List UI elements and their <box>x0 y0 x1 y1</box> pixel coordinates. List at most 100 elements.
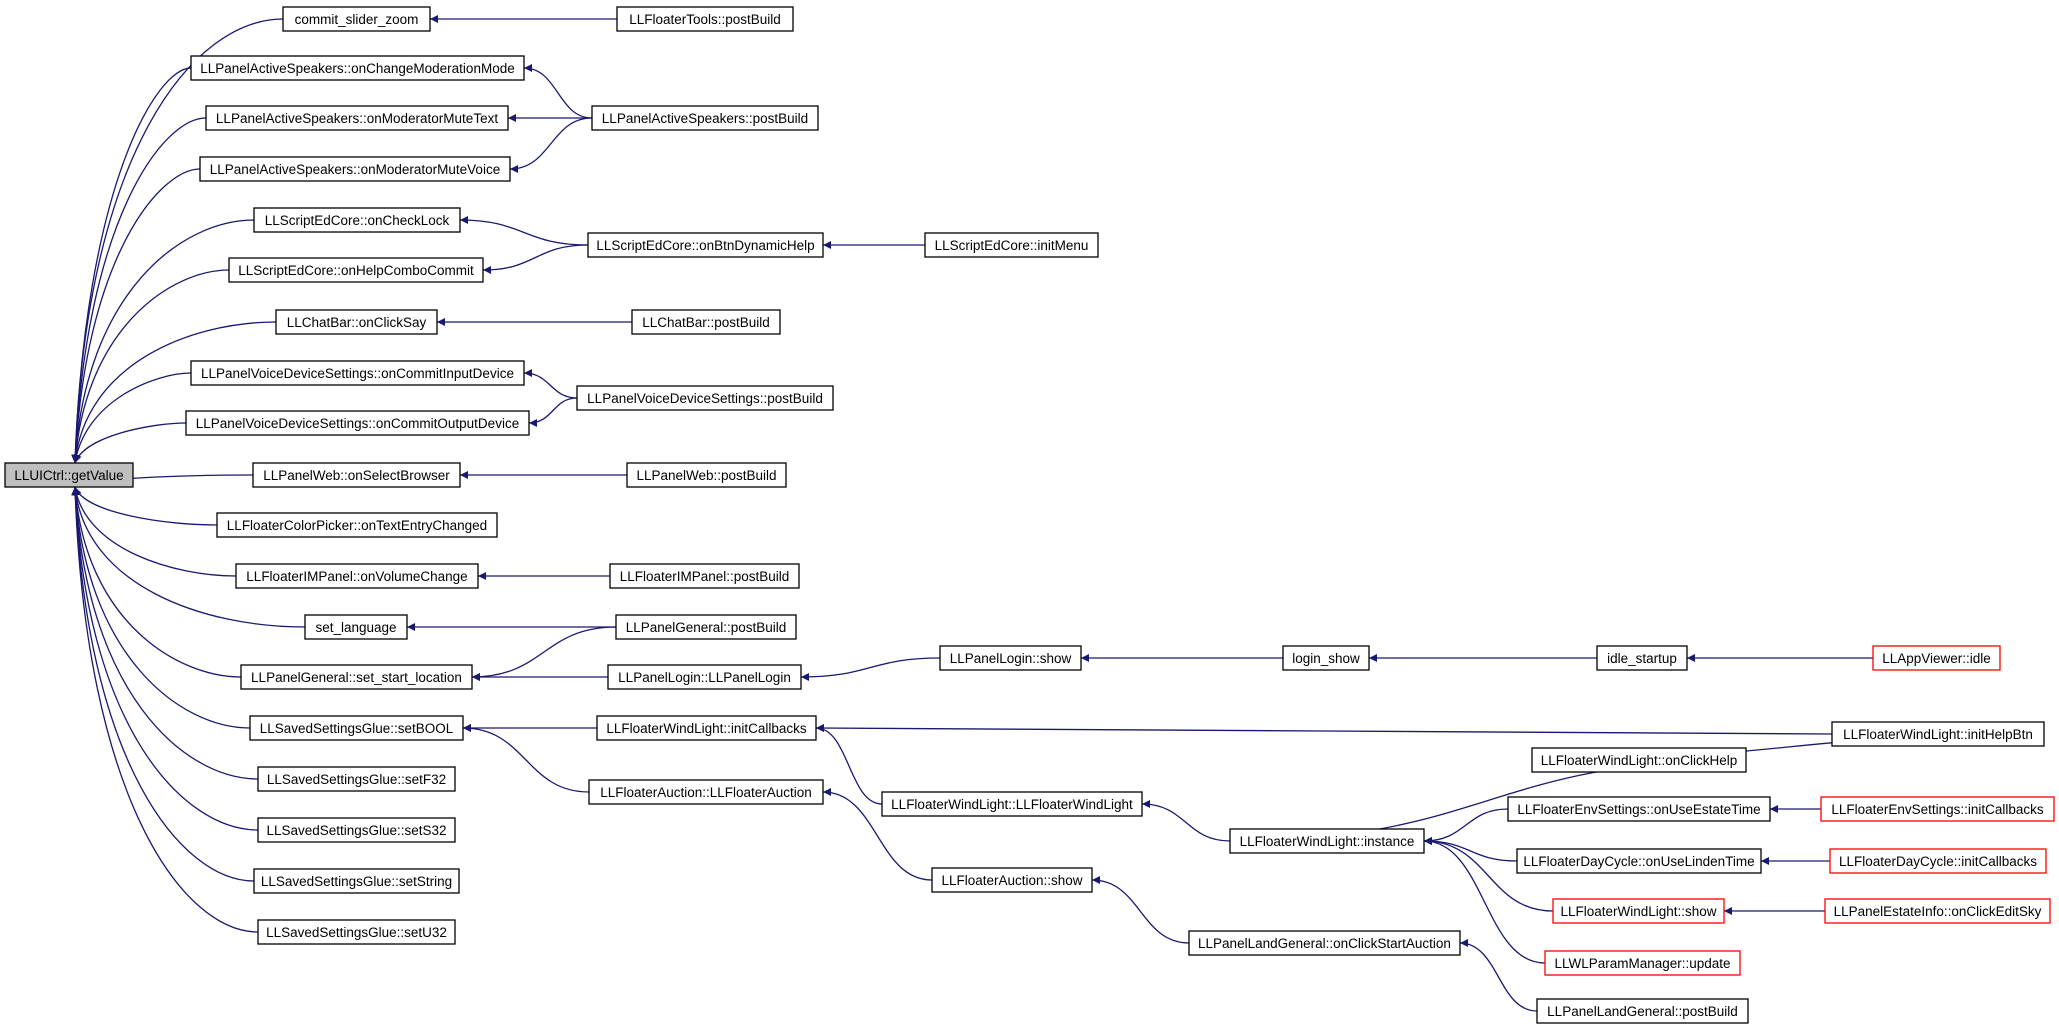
node-llpanel-land-general-on-click-start-auction[interactable]: LLPanelLandGeneral::onClickStartAuction <box>1188 930 1461 956</box>
node-label: LLPanelActiveSpeakers::postBuild <box>602 111 808 126</box>
edge-llpanel-land-general-on-click-start-auction-to-llfloater-auction-show <box>1091 876 1190 944</box>
node-llfloater-wind-light-init-help-btn[interactable]: LLFloaterWindLight::initHelpBtn <box>1831 721 2045 747</box>
node-llpanel-active-speakers-on-moderator-mute-voice[interactable]: LLPanelActiveSpeakers::onModeratorMuteVo… <box>199 156 511 182</box>
node-llwlparam-manager-update[interactable]: LLWLParamManager::update <box>1544 950 1741 976</box>
edge-set-language-to-lluictrl-get-value <box>71 486 306 628</box>
node-llfloater-wind-light-llfloater-wind-light[interactable]: LLFloaterWindLight::LLFloaterWindLight <box>881 791 1143 817</box>
node-llchat-bar-post-build[interactable]: LLChatBar::postBuild <box>631 309 781 335</box>
edge <box>471 626 617 681</box>
node-llfloater-impanel-on-volume-change[interactable]: LLFloaterIMPanel::onVolumeChange <box>235 563 479 589</box>
node-login-show[interactable]: login_show <box>1282 645 1370 671</box>
node-llpanel-active-speakers-post-build[interactable]: LLPanelActiveSpeakers::postBuild <box>591 105 819 131</box>
node-llfloater-env-settings-init-callbacks[interactable]: LLFloaterEnvSettings::initCallbacks <box>1820 796 2055 822</box>
node-box <box>596 715 817 741</box>
edge-llwlparam-manager-update-to-llfloater-wind-light-instance <box>1423 837 1546 964</box>
node-llfloater-day-cycle-init-callbacks[interactable]: LLFloaterDayCycle::initCallbacks <box>1829 848 2047 874</box>
node-llscript-ed-core-on-btn-dynamic-help[interactable]: LLScriptEdCore::onBtnDynamicHelp <box>587 232 824 258</box>
edge-llfloater-impanel-on-volume-change-to-lluictrl-get-value <box>72 486 237 577</box>
node-box <box>924 232 1099 258</box>
edge-llfloater-wind-light-init-help-btn-to-llfloater-wind-light-init-callbacks <box>815 724 1833 735</box>
node-box <box>939 645 1082 671</box>
edge <box>71 486 242 678</box>
node-label: LLFloaterWindLight::onClickHelp <box>1541 753 1738 768</box>
edge-llsaved-settings-glue-set-u32-to-lluictrl-get-value <box>71 486 259 933</box>
edge <box>72 372 192 464</box>
node-llfloater-wind-light-show[interactable]: LLFloaterWindLight::show <box>1552 898 1725 924</box>
node-llfloater-auction-show[interactable]: LLFloaterAuction::show <box>931 867 1093 893</box>
node-label: set_language <box>315 620 396 635</box>
node-llpanel-web-post-build[interactable]: LLPanelWeb::postBuild <box>626 462 787 488</box>
node-llfloater-tools-post-build[interactable]: LLFloaterTools::postBuild <box>616 6 794 32</box>
node-box <box>249 715 464 741</box>
edge <box>1141 800 1231 842</box>
node-label: LLScriptEdCore::onHelpComboCommit <box>238 263 474 278</box>
node-llpanel-web-on-select-browser[interactable]: LLPanelWeb::onSelectBrowser <box>252 462 461 488</box>
node-box <box>257 766 456 792</box>
edge-commit-slider-zoom-to-lluictrl-get-value <box>71 18 284 464</box>
node-box <box>240 664 473 690</box>
node-llpanel-general-post-build[interactable]: LLPanelGeneral::postBuild <box>615 614 797 640</box>
node-box <box>1831 721 2045 747</box>
edge <box>71 486 251 729</box>
edge <box>822 788 933 881</box>
node-llpanel-land-general-post-build[interactable]: LLPanelLandGeneral::postBuild <box>1536 998 1749 1024</box>
node-box <box>1820 796 2055 822</box>
node-llpanel-voice-device-settings-post-build[interactable]: LLPanelVoiceDeviceSettings::postBuild <box>576 385 834 411</box>
node-llpanel-active-speakers-on-moderator-mute-text[interactable]: LLPanelActiveSpeakers::onModeratorMuteTe… <box>205 105 509 131</box>
edge-llchat-bar-on-click-say-to-lluictrl-get-value <box>71 321 277 464</box>
node-label: login_show <box>1292 651 1360 666</box>
node-box <box>228 257 484 283</box>
node-idle-startup[interactable]: idle_startup <box>1596 645 1688 671</box>
node-label: LLFloaterEnvSettings::onUseEstateTime <box>1517 802 1760 817</box>
edge-llsaved-settings-glue-set-bool-to-lluictrl-get-value <box>71 486 251 729</box>
node-llpanel-voice-device-settings-on-commit-output-device[interactable]: LLPanelVoiceDeviceSettings::onCommitOutp… <box>185 410 530 436</box>
node-llpanel-active-speakers-on-change-moderation-mode[interactable]: LLPanelActiveSpeakers::onChangeModeratio… <box>190 55 525 81</box>
node-box <box>253 868 460 894</box>
node-commit-slider-zoom[interactable]: commit_slider_zoom <box>282 6 431 32</box>
node-llfloater-wind-light-init-callbacks[interactable]: LLFloaterWindLight::initCallbacks <box>596 715 817 741</box>
node-label: LLFloaterWindLight::show <box>1560 904 1716 919</box>
node-llscript-ed-core-on-help-combo-commit[interactable]: LLScriptEdCore::onHelpComboCommit <box>228 257 484 283</box>
node-llfloater-wind-light-on-click-help[interactable]: LLFloaterWindLight::onClickHelp <box>1531 747 1747 773</box>
node-set-language[interactable]: set_language <box>304 614 408 640</box>
node-llfloater-wind-light-instance[interactable]: LLFloaterWindLight::instance <box>1229 828 1425 854</box>
edge <box>1459 939 1538 1012</box>
node-llsaved-settings-glue-set-string[interactable]: LLSavedSettingsGlue::setString <box>253 868 460 894</box>
node-llfloater-auction-llfloater-auction[interactable]: LLFloaterAuction::LLFloaterAuction <box>588 779 824 805</box>
node-llsaved-settings-glue-set-bool[interactable]: LLSavedSettingsGlue::setBOOL <box>249 715 464 741</box>
node-box <box>576 385 834 411</box>
node-llpanel-login-show[interactable]: LLPanelLogin::show <box>939 645 1082 671</box>
node-label: LLFloaterWindLight::initHelpBtn <box>1843 727 2033 742</box>
node-llscript-ed-core-on-check-lock[interactable]: LLScriptEdCore::onCheckLock <box>253 207 461 233</box>
node-llfloater-day-cycle-on-use-linden-time[interactable]: LLFloaterDayCycle::onUseLindenTime <box>1516 848 1762 874</box>
node-label: LLPanelActiveSpeakers::onModeratorMuteTe… <box>216 111 498 126</box>
node-llpanel-general-set-start-location[interactable]: LLPanelGeneral::set_start_location <box>240 664 473 690</box>
edge-llscript-ed-core-on-help-combo-commit-to-lluictrl-get-value <box>71 269 230 464</box>
node-llpanel-estate-info-on-click-edit-sky[interactable]: LLPanelEstateInfo::onClickEditSky <box>1824 898 2051 924</box>
node-box <box>205 105 509 131</box>
node-llsaved-settings-glue-set-f32[interactable]: LLSavedSettingsGlue::setF32 <box>257 766 456 792</box>
edge-llpanel-login-show-to-llpanel-login-llpanel-login <box>800 657 941 681</box>
node-box <box>1544 950 1741 976</box>
node-lluictrl-get-value[interactable]: LLUICtrl::getValue <box>4 462 134 488</box>
node-llpanel-voice-device-settings-on-commit-input-device[interactable]: LLPanelVoiceDeviceSettings::onCommitInpu… <box>190 360 525 386</box>
node-llchat-bar-on-click-say[interactable]: LLChatBar::onClickSay <box>275 309 438 335</box>
node-label: LLSavedSettingsGlue::setU32 <box>266 925 447 940</box>
edge-llfloater-wind-light-show-to-llfloater-wind-light-instance <box>1423 837 1554 912</box>
node-llscript-ed-core-init-menu[interactable]: LLScriptEdCore::initMenu <box>924 232 1099 258</box>
node-label: LLPanelActiveSpeakers::onChangeModeratio… <box>200 61 514 76</box>
node-label: LLPanelEstateInfo::onClickEditSky <box>1834 904 2042 919</box>
node-label: LLFloaterColorPicker::onTextEntryChanged <box>227 518 487 533</box>
node-box <box>190 55 525 81</box>
node-llfloater-color-picker-on-text-entry-changed[interactable]: LLFloaterColorPicker::onTextEntryChanged <box>216 512 498 538</box>
node-llsaved-settings-glue-set-s32[interactable]: LLSavedSettingsGlue::setS32 <box>257 817 456 843</box>
node-box <box>931 867 1093 893</box>
node-llapp-viewer-idle[interactable]: LLAppViewer::idle <box>1872 645 2001 671</box>
edge <box>523 369 578 399</box>
node-label: LLPanelVoiceDeviceSettings::postBuild <box>587 391 823 406</box>
node-llpanel-login-llpanel-login[interactable]: LLPanelLogin::LLPanelLogin <box>607 664 802 690</box>
node-llsaved-settings-glue-set-u32[interactable]: LLSavedSettingsGlue::setU32 <box>257 919 456 945</box>
node-llfloater-impanel-post-build[interactable]: LLFloaterIMPanel::postBuild <box>609 563 800 589</box>
node-llfloater-env-settings-on-use-estate-time[interactable]: LLFloaterEnvSettings::onUseEstateTime <box>1507 796 1771 822</box>
edge <box>509 117 593 173</box>
